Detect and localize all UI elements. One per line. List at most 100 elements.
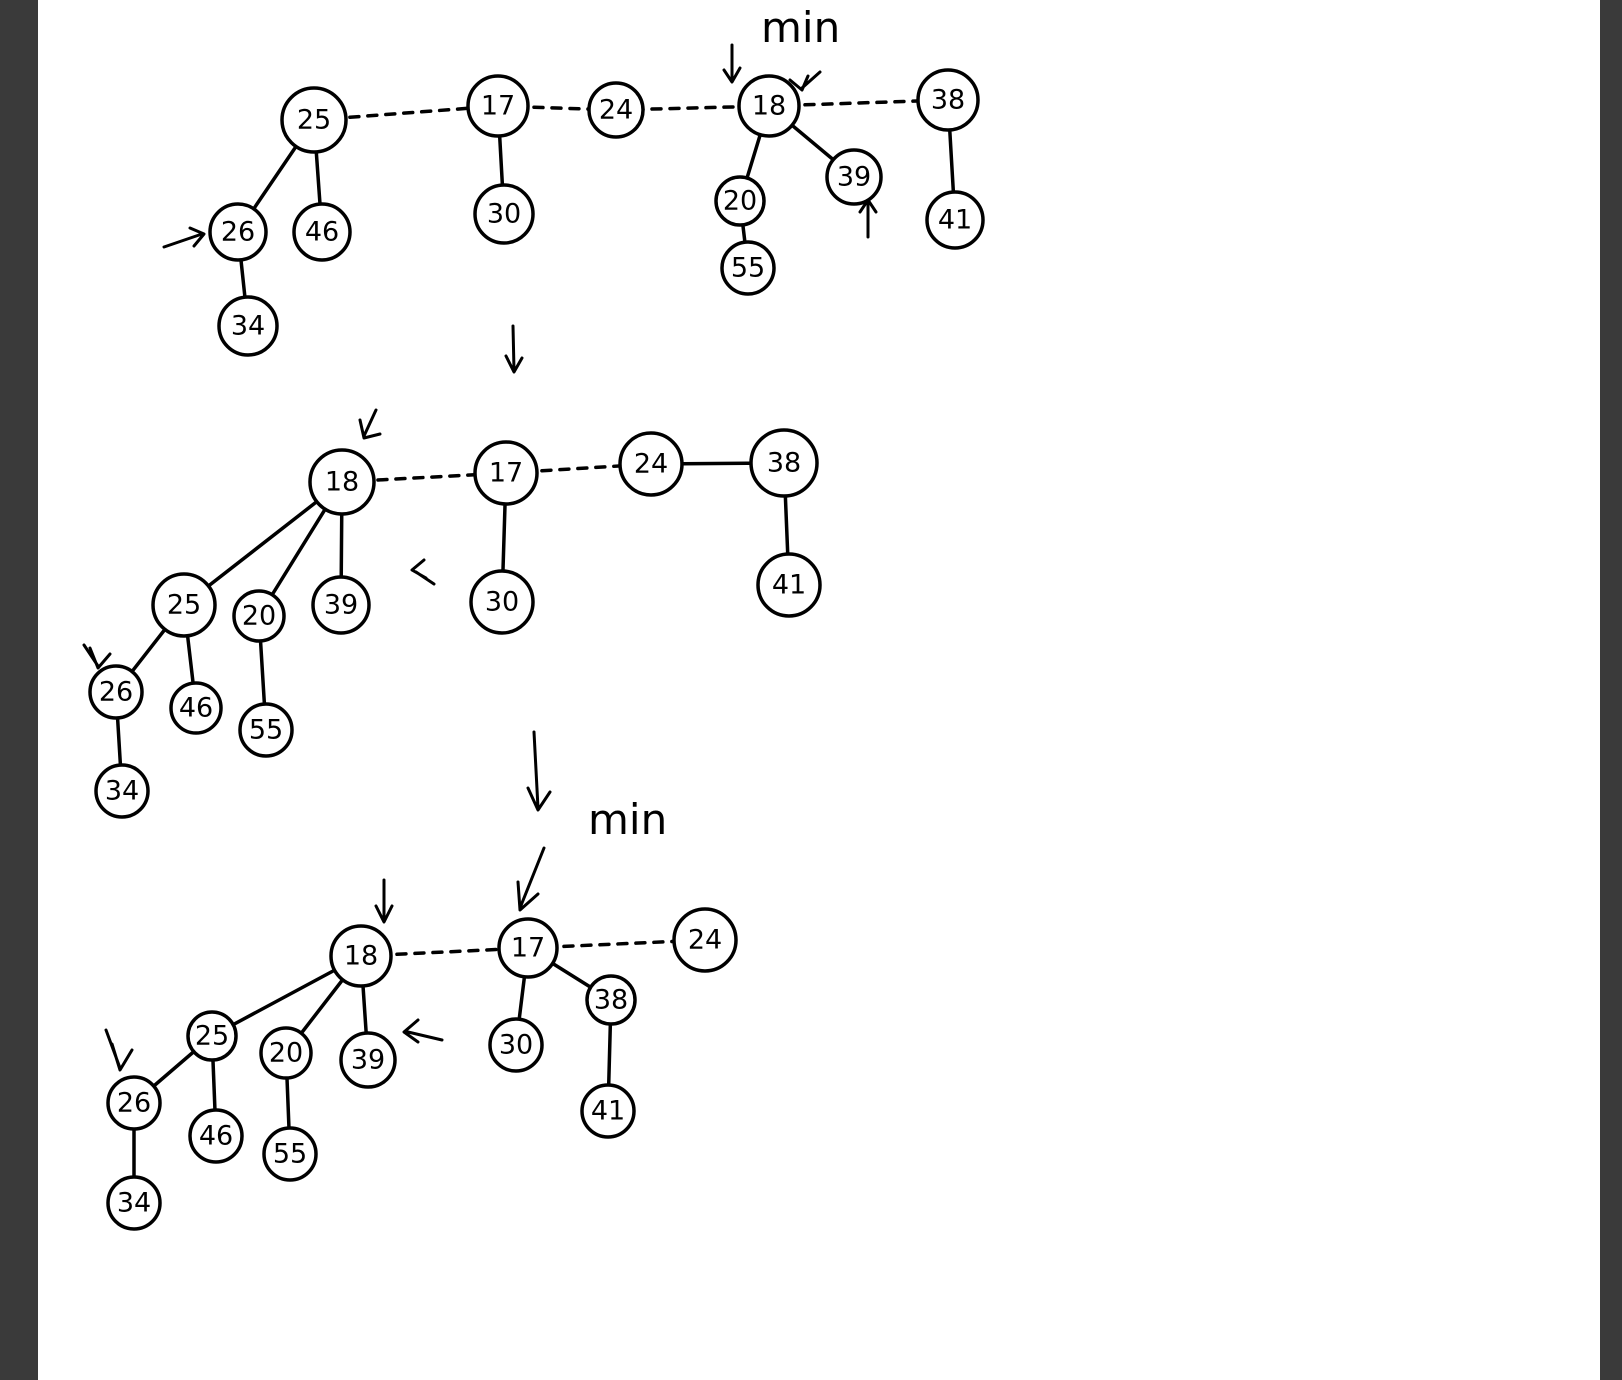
heap-node-p3-39: 39 — [339, 1031, 397, 1089]
node-circle — [186, 1010, 238, 1062]
heap-node-p2-34: 34 — [94, 763, 150, 819]
heap-node-p3-46: 46 — [188, 1108, 244, 1164]
arrow-layer — [82, 43, 878, 1072]
node-circle — [720, 240, 776, 296]
heap-node-p3-30: 30 — [488, 1017, 544, 1073]
node-circle — [714, 175, 766, 227]
node-circle — [88, 664, 144, 720]
heap-node-p1-25: 25 — [280, 86, 348, 154]
node-circle — [311, 575, 371, 635]
node-label: 55 — [731, 253, 765, 284]
node-circle — [339, 1031, 397, 1089]
node-circle — [259, 1026, 313, 1080]
heap-node-p3-17: 17 — [497, 917, 559, 979]
heap-node-p3-34: 34 — [106, 1175, 162, 1231]
node-label: 34 — [117, 1188, 151, 1219]
node-label: 24 — [599, 95, 633, 126]
node-circle — [618, 431, 684, 497]
node-circle — [737, 74, 801, 138]
node-circle — [292, 202, 352, 262]
node-circle — [488, 1017, 544, 1073]
node-label: 34 — [231, 311, 265, 342]
node-label: 55 — [273, 1139, 307, 1170]
node-circle — [151, 572, 217, 638]
node-circle — [749, 428, 819, 498]
node-label: 39 — [837, 162, 871, 193]
node-circle — [106, 1175, 162, 1231]
node-circle — [473, 183, 535, 245]
heap-node-p3-26: 26 — [106, 1075, 162, 1131]
node-label: 30 — [487, 199, 521, 230]
heap-node-p3-18: 18 — [329, 924, 393, 988]
node-label: 25 — [195, 1021, 229, 1052]
node-label: 25 — [297, 105, 331, 136]
min-label-top: min — [761, 3, 840, 52]
node-label: 18 — [325, 467, 359, 498]
node-label: 20 — [269, 1038, 303, 1069]
arrow-down-2 — [526, 730, 552, 812]
node-label: 24 — [634, 449, 668, 480]
heap-node-p1-17: 17 — [466, 74, 530, 138]
heap-node-p3-24: 24 — [672, 907, 738, 973]
heap-node-p1-24: 24 — [587, 81, 645, 139]
arrow-to-min-top — [722, 43, 742, 84]
node-label: 46 — [199, 1121, 233, 1152]
node-circle — [280, 86, 348, 154]
node-label: 17 — [489, 458, 523, 489]
node-label: 55 — [249, 715, 283, 746]
node-label: 46 — [305, 217, 339, 248]
node-label: 25 — [167, 590, 201, 621]
arrow-to-18-mid — [358, 408, 382, 440]
arrow-to-26-bottom — [104, 1028, 134, 1072]
node-circle — [238, 702, 294, 758]
node-label: 30 — [499, 1030, 533, 1061]
heap-node-p3-38: 38 — [585, 974, 637, 1026]
node-label: 18 — [752, 91, 786, 122]
node-label: 46 — [179, 693, 213, 724]
heap-node-p1-18: 18 — [737, 74, 801, 138]
node-label: 26 — [99, 677, 133, 708]
node-label: 38 — [931, 85, 965, 116]
heap-node-p2-46: 46 — [169, 681, 223, 735]
min-label-bottom: min — [588, 795, 667, 844]
node-circle — [925, 190, 985, 250]
heap-node-p1-20: 20 — [714, 175, 766, 227]
heap-node-p1-34: 34 — [217, 295, 279, 357]
arrow-to-39-bottom — [402, 1018, 444, 1044]
heap-node-p2-25: 25 — [151, 572, 217, 638]
drawing-canvas: 25 26 46 34 17 30 24 18 20 55 39 38 41 18 25 26 34 46 20 55… — [38, 0, 1600, 1380]
node-circle — [262, 1126, 318, 1182]
arrow-to-39-top — [858, 198, 878, 239]
heap-node-p3-55: 55 — [262, 1126, 318, 1182]
node-circle — [329, 924, 393, 988]
heap-node-p2-24: 24 — [618, 431, 684, 497]
node-circle — [188, 1108, 244, 1164]
node-label: 38 — [594, 985, 628, 1016]
heap-node-p1-38: 38 — [916, 68, 980, 132]
node-circle — [497, 917, 559, 979]
node-label: 18 — [344, 941, 378, 972]
node-circle — [217, 295, 279, 357]
node-circle — [94, 763, 150, 819]
node-label: 24 — [688, 925, 722, 956]
node-label: 39 — [324, 590, 358, 621]
arrow-to-26-top — [162, 226, 206, 249]
heap-node-p2-26: 26 — [88, 664, 144, 720]
node-layer: 25 26 46 34 17 30 24 18 20 55 39 38 41 18 25 26 34 46 20 55… — [88, 68, 985, 1231]
node-label: 26 — [221, 217, 255, 248]
node-circle — [585, 974, 637, 1026]
heap-node-p2-55: 55 — [238, 702, 294, 758]
node-circle — [466, 74, 530, 138]
arrow-to-18-bottom — [374, 878, 394, 924]
node-label: 17 — [481, 91, 515, 122]
arrow-to-39-mid — [410, 558, 436, 586]
heap-node-p2-41: 41 — [756, 552, 822, 618]
arrow-to-18-top — [788, 70, 822, 92]
heap-node-p3-41: 41 — [580, 1083, 636, 1139]
node-circle — [106, 1075, 162, 1131]
node-circle — [469, 569, 535, 635]
node-circle — [169, 681, 223, 735]
node-circle — [473, 440, 539, 506]
arrow-to-26-mid — [82, 643, 112, 670]
